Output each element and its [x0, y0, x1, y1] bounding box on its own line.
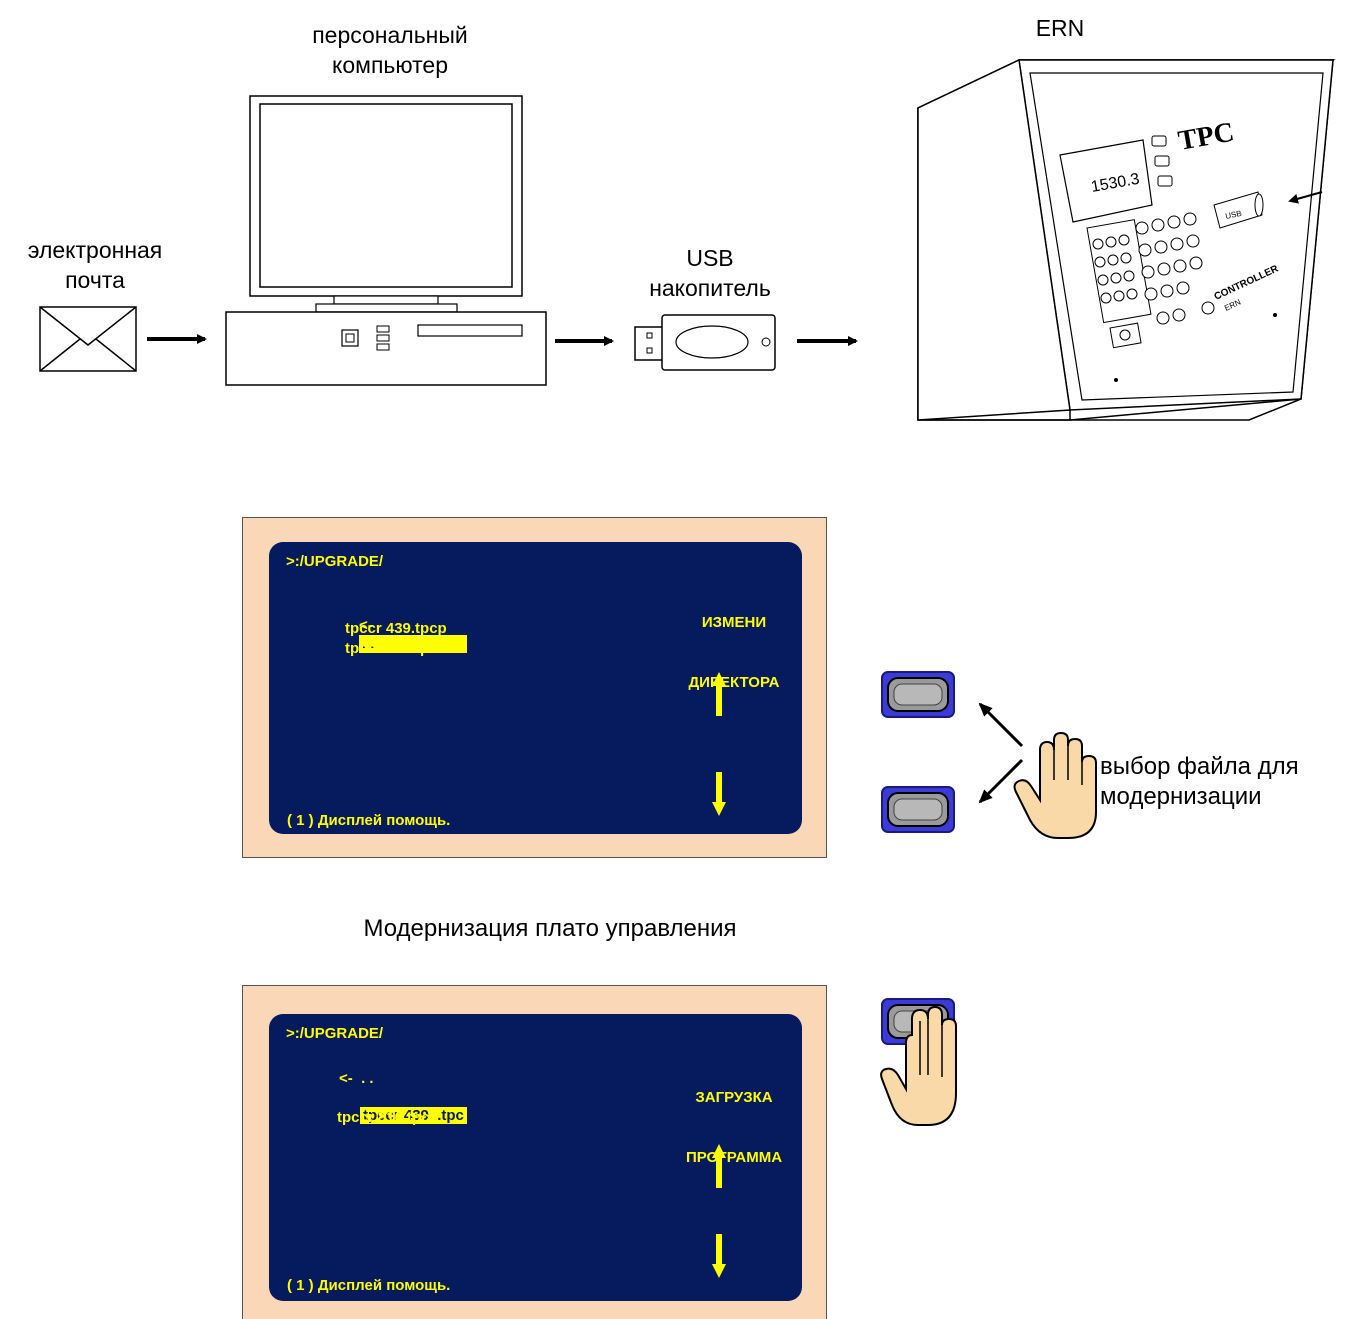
screen1-up-entry[interactable]: <- . .: [334, 599, 468, 671]
svg-text:USB: USB: [1225, 209, 1243, 221]
pc-label-line2: компьютер: [332, 52, 448, 78]
usb-label: USB накопитель: [620, 243, 800, 303]
display-screen-1: >:/UPGRADE/ <- . . tpccr 439.tpcp tpccr …: [269, 542, 802, 834]
screen1-down-arrow-icon: [712, 772, 726, 816]
screen2-up-arrow-icon: [712, 1144, 726, 1188]
load-key-pressed[interactable]: [878, 995, 978, 1135]
screen2-side-title-line2: ПРОГРАММА: [685, 1149, 783, 1166]
screen2-path: >:/UPGRADE/: [286, 1025, 384, 1042]
usb-label-line2: накопитель: [649, 275, 771, 301]
pc-label: персональный компьютер: [270, 20, 510, 80]
screen2-help-text: ( 1 ) Дисплей помощь.: [287, 1277, 451, 1294]
screen1-file-2[interactable]: tpccr 816.tpc: [345, 640, 438, 657]
screen1-side-title-line1: ИЗМЕНИ: [701, 614, 767, 631]
ern-device-illustration: 1530.3 TPC USB CONTROLLER ERN: [917, 58, 1336, 421]
usb-stick-icon: [634, 314, 776, 371]
panel-1: >:/UPGRADE/ <- . . tpccr 439.tpcp tpccr …: [242, 517, 827, 858]
screen1-side-title-line2: ДИРЕКТОРА: [688, 674, 780, 691]
screen1-path: >:/UPGRADE/: [286, 553, 384, 570]
top-diagram: 1530.3 TPC USB CONTROLLER ERN: [39, 58, 1336, 421]
usb-label-line1: USB: [686, 245, 734, 271]
pressing-hand-icon: [880, 1005, 957, 1126]
display-screen-2: >:/UPGRADE/ <- . . tpccr 439 .tpc tpccr …: [269, 1014, 802, 1301]
email-label-line2: почта: [65, 267, 125, 293]
section-title: Модернизация плато управления: [363, 915, 737, 942]
computer-icon: [225, 95, 547, 386]
arrow-to-up-key: [978, 702, 1024, 748]
hand-icon: [1013, 731, 1097, 839]
panel-2: >:/UPGRADE/ <- . . tpccr 439 .tpc tpccr …: [242, 985, 827, 1319]
screen1-up-arrow: <-: [359, 617, 373, 634]
email-label-line1: электронная: [27, 237, 163, 263]
screen2-file-1[interactable]: tpccr 439 .tpc: [335, 1089, 467, 1143]
envelope-icon: [39, 306, 137, 372]
select-file-hint-line2: модернизации: [1100, 783, 1262, 810]
down-key-button[interactable]: [881, 786, 955, 833]
up-key-button[interactable]: [881, 671, 955, 718]
screen1-help-text: ( 1 ) Дисплей помощь.: [287, 812, 451, 829]
screen1-selection-bar: . .: [359, 635, 468, 653]
screen2-up-entry[interactable]: <- . .: [339, 1070, 374, 1087]
screen2-selected-file: tpccr 439 .tpc: [360, 1107, 467, 1124]
screen2-file-2[interactable]: tpccr 816.tpc: [337, 1109, 430, 1126]
screen1-side-title: ИЗМЕНИ ДИРЕКТОРА: [659, 573, 809, 733]
screen2-side-title-line1: ЗАГРУЗКА: [695, 1089, 773, 1106]
ern-label: ERN: [1035, 15, 1085, 41]
screen2-down-arrow-icon: [712, 1234, 726, 1278]
screen1-up-arrow-icon: [712, 672, 726, 716]
select-file-hint-line1: выбор файла для: [1100, 753, 1299, 780]
screen1-file-1[interactable]: tpccr 439.tpcp: [345, 620, 447, 637]
select-file-hint: выбор файла для модернизации: [1100, 752, 1340, 812]
arrow-to-down-key: [978, 758, 1024, 804]
screen2-side-title: ЗАГРУЗКА ПРОГРАММА: [659, 1048, 809, 1208]
pc-label-line1: персональный: [312, 22, 468, 48]
email-label: электронная почта: [5, 235, 185, 295]
